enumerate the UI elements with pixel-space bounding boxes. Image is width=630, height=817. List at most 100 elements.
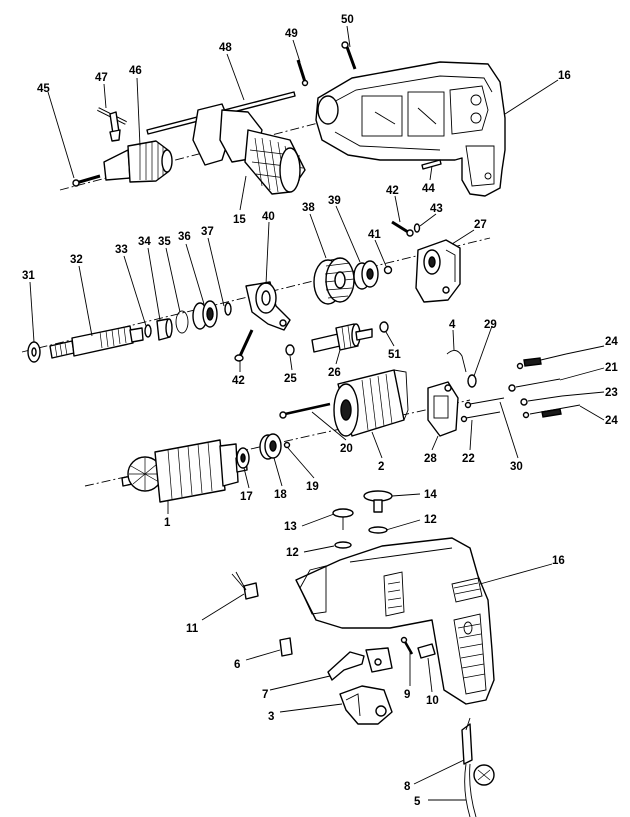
part-45-chuck-screw [72,174,101,187]
part-50-screw [341,41,357,70]
label-33: 33 [115,244,128,256]
part-22-wire-link [460,411,501,423]
label-51: 51 [388,349,401,361]
part-5-power-cable [464,763,477,817]
label-31: 31 [22,270,35,282]
part-8-cable-sleeve [461,717,495,786]
part-44-pin [421,159,442,170]
label-24-top: 24 [605,336,618,348]
label-49: 49 [285,28,298,40]
label-2: 2 [378,461,384,473]
part-3-switch [339,685,393,725]
part-19-washer [283,441,291,449]
label-14: 14 [424,489,437,501]
label-22: 22 [462,453,475,465]
part-12-ring-right [368,526,388,534]
label-28: 28 [424,453,437,465]
part-49-screw [296,59,309,87]
part-25-washer [285,344,295,356]
label-37: 37 [201,226,214,238]
label-3: 3 [268,711,274,723]
part-20-screw [279,402,331,419]
part-26-intermediate-shaft [311,323,373,353]
label-18: 18 [274,489,287,501]
label-45: 45 [37,83,50,95]
part-9-pin [400,636,414,655]
label-12-left: 12 [286,547,299,559]
label-9: 9 [404,689,410,701]
label-15: 15 [233,214,246,226]
label-50: 50 [341,14,354,26]
label-23: 23 [605,387,618,399]
label-32: 32 [70,254,83,266]
label-39: 39 [328,195,341,207]
label-6: 6 [234,659,240,671]
label-5: 5 [414,796,421,808]
label-38: 38 [302,202,315,214]
part-42-screw-upper [391,220,414,237]
label-24-bottom: 24 [605,415,618,427]
label-44: 44 [422,183,435,195]
part-1-armature [121,439,248,503]
part-27-selector [415,239,461,303]
part-33-circlip [144,324,152,338]
label-27: 27 [474,219,487,231]
part-14-selector-knob [363,490,393,513]
label-1: 1 [164,517,171,529]
part-39-gear [353,260,379,290]
label-20: 20 [340,443,353,455]
part-7-trigger-lever [327,647,393,681]
part-43-spring [413,223,421,233]
part-36-bearing [192,300,218,330]
part-47-chuck-key [97,107,127,142]
label-12-right: 12 [424,514,437,526]
part-29-spring [467,374,477,388]
label-4: 4 [449,319,456,331]
part-11-carbon-brush [231,571,259,600]
part-6-brush [279,637,293,657]
part-37-circlip [224,302,232,316]
label-8: 8 [404,781,411,793]
part-24-connector-wire-bottom [522,404,581,419]
label-43: 43 [430,203,443,215]
part-35-o-ring [175,310,189,334]
label-26: 26 [328,367,341,379]
part-12-ring-left [334,541,352,549]
part-28-brush-holder [427,381,459,437]
label-10: 10 [426,695,439,707]
part-16-housing-half-right [295,537,495,705]
label-25: 25 [284,373,297,385]
part-31-washer [27,341,41,363]
label-42-top: 42 [386,185,399,197]
part-13-knob [332,508,354,530]
label-41: 41 [368,229,381,241]
part-42-screw-lower [234,329,254,362]
label-35: 35 [158,236,171,248]
label-29: 29 [484,319,497,331]
label-16-top: 16 [558,70,571,82]
part-38-gear [313,257,355,305]
part-46-drill-chuck [103,140,173,183]
part-16-housing-half-left [315,61,506,197]
part-24-connector-wire-top [516,353,567,370]
label-19: 19 [306,481,319,493]
label-42-lower: 42 [232,375,245,387]
part-41-ball [383,265,393,275]
part-32-spindle [49,325,144,359]
part-30-wire-link [464,397,505,409]
label-11: 11 [186,623,199,635]
part-2-stator [333,369,409,437]
label-7: 7 [262,689,268,701]
label-30: 30 [510,461,523,473]
label-46: 46 [129,65,142,77]
label-21: 21 [605,362,618,374]
part-34-collar [156,318,173,341]
part-23-connector-wire [520,395,563,406]
part-21-connector-wire [508,378,561,392]
part-18-bearing [259,433,282,460]
part-51-washer [379,321,389,333]
label-48: 48 [219,42,232,54]
label-40: 40 [262,211,275,223]
part-40-bearing-holder [245,281,291,331]
